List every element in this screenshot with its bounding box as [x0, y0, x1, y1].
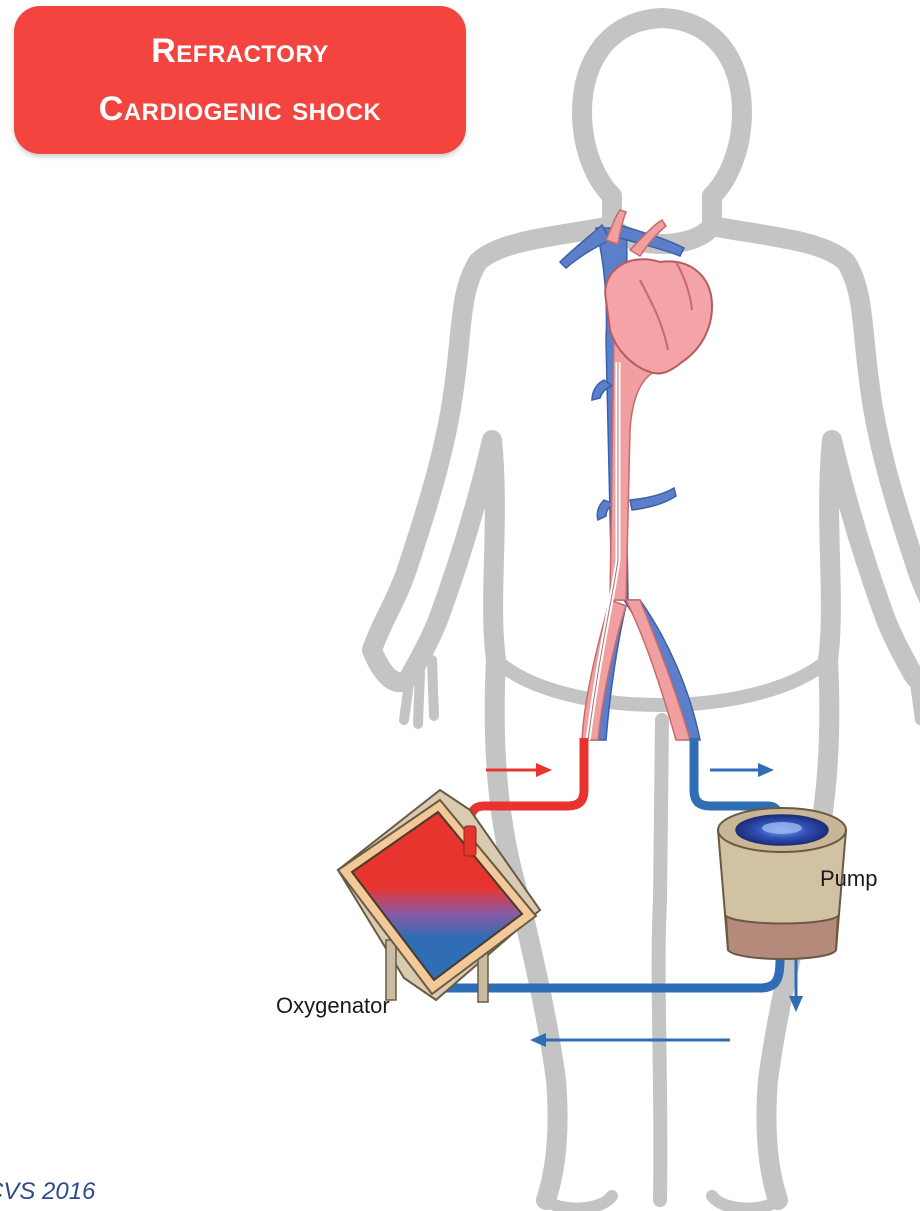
- oxygenator-label: Oxygenator: [276, 993, 390, 1019]
- citation: CVS 2016: [0, 1178, 95, 1206]
- pump-label: Pump: [820, 866, 877, 892]
- flow-arrow-venous: [710, 763, 774, 777]
